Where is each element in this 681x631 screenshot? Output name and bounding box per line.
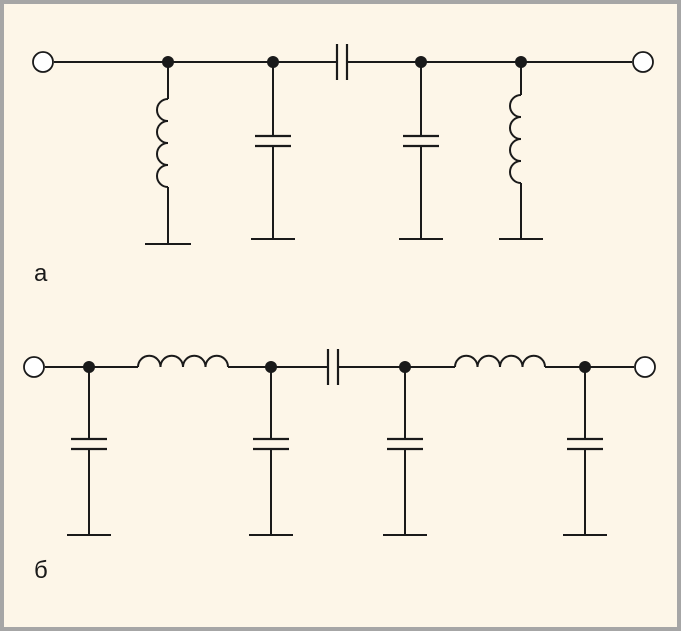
junction-dot [399,361,411,373]
shunt-capacitor-b1 [67,367,111,536]
series-inductor-b2 [454,354,546,368]
shunt-capacitor-a1 [251,62,295,240]
shunt-capacitor-b2 [249,367,293,536]
output-terminal-a [632,51,654,73]
junction-dot [267,56,279,68]
junction-dot [265,361,277,373]
junction-dot [579,361,591,373]
circuit-b: б [23,349,656,584]
shunt-inductor-a2 [499,62,543,240]
junction-dot [83,361,95,373]
diagram-b-label: б [34,557,48,584]
junction-dot [162,56,174,68]
circuit-a: а [32,44,654,287]
output-terminal-b [634,356,656,378]
shunt-inductor-a1 [145,62,191,245]
series-inductor-b1 [137,354,229,368]
junction-dot [415,56,427,68]
shunt-capacitor-b3 [383,367,427,536]
input-terminal-a [32,51,54,73]
diagram-a-label: а [34,260,48,287]
junction-dot [515,56,527,68]
shunt-capacitor-a2 [399,62,443,240]
input-terminal-b [23,356,45,378]
shunt-capacitor-b4 [563,367,607,536]
background [4,4,677,627]
